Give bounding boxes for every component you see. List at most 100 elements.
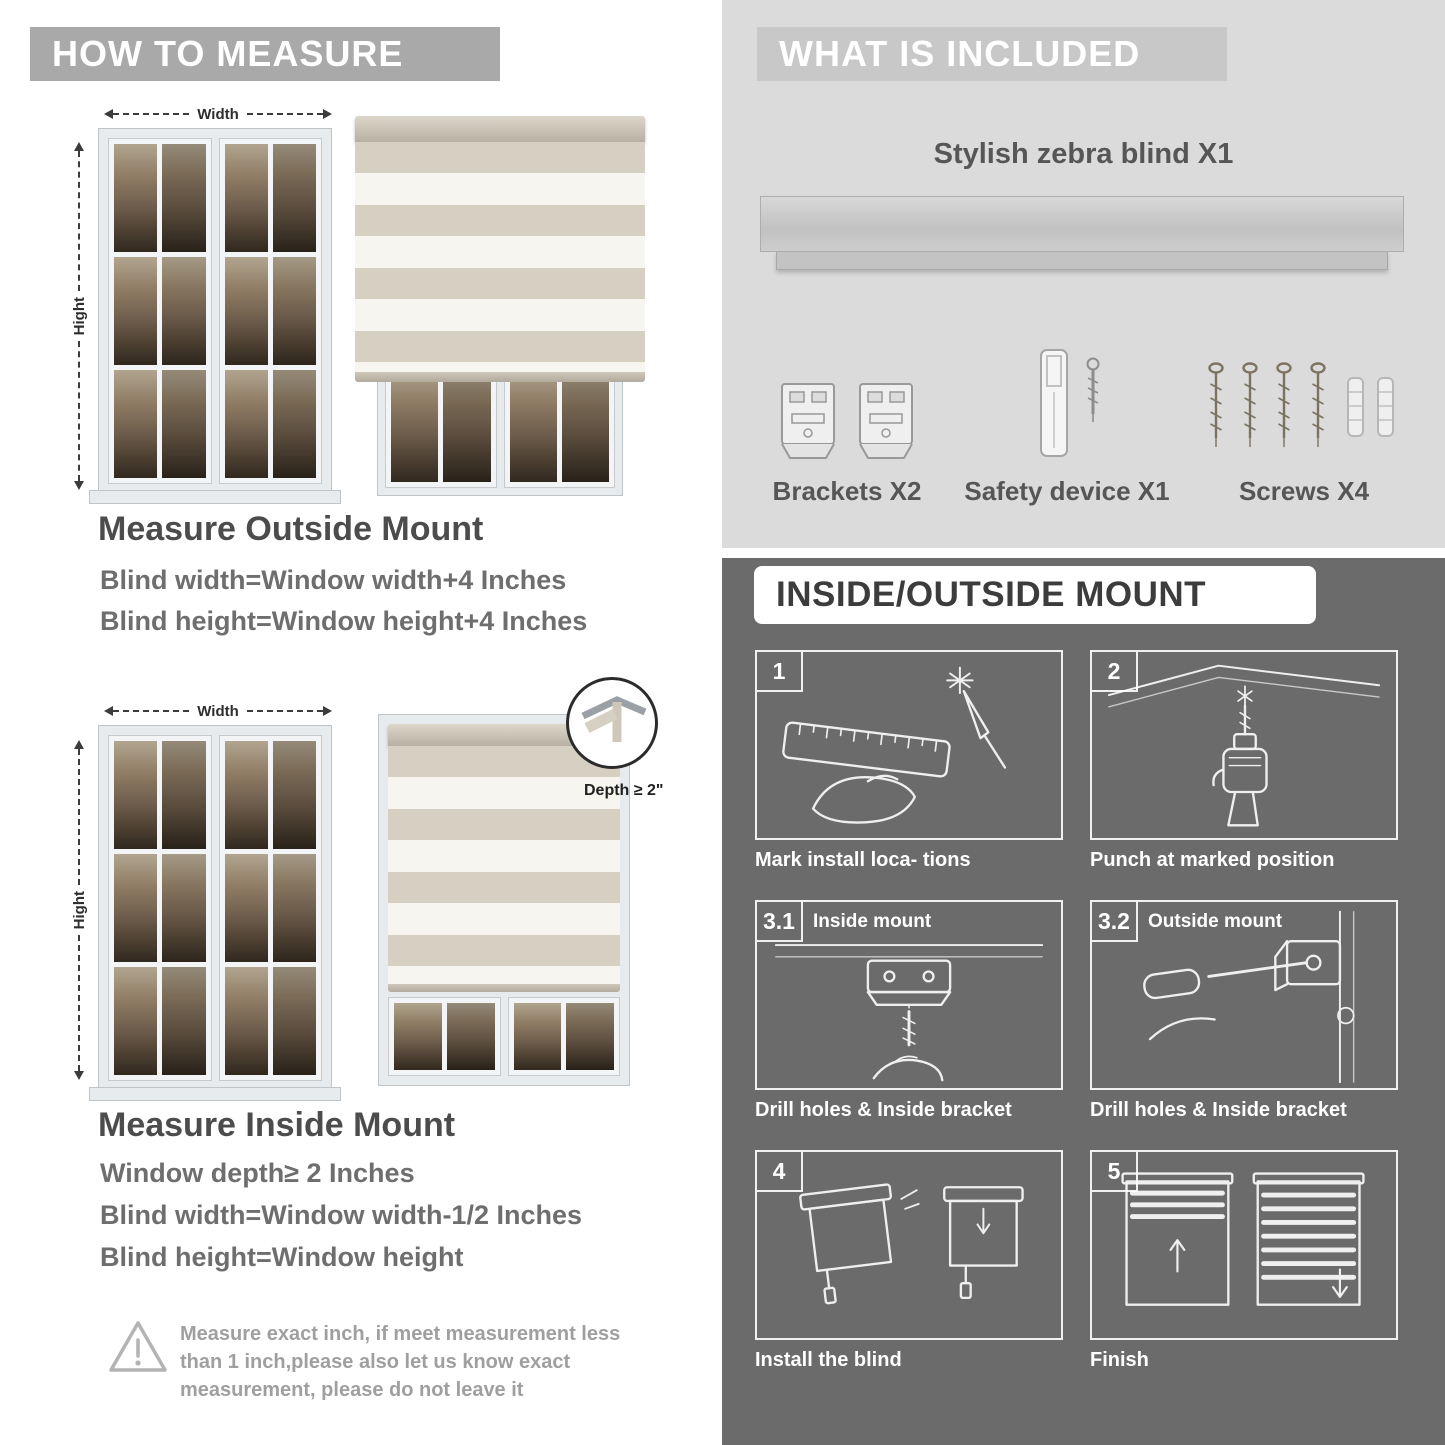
height-label: Hight <box>70 296 88 336</box>
window-pane <box>224 257 268 365</box>
window-pane <box>394 1003 442 1070</box>
wall-anchor-icon <box>1347 377 1394 437</box>
step-title: Outside mount <box>1148 911 1283 932</box>
inside-outside-mount-section: INSIDE/OUTSIDE MOUNT 1 Mark ins <box>722 558 1445 1445</box>
window-pane <box>224 144 268 252</box>
window-pane <box>272 741 316 849</box>
window-pane <box>162 741 206 849</box>
install-blind-illustration <box>799 1183 1024 1305</box>
step-3-1: 3.1 Inside mount Drill holes & Inside br… <box>755 900 1063 1122</box>
blind-cassette <box>388 724 620 746</box>
step-5-box: 5 <box>1090 1150 1398 1340</box>
step-2-box: 2 <box>1090 650 1398 840</box>
height-arrow-outside: Hight <box>70 142 88 491</box>
width-arrow-outside: Width <box>104 105 333 123</box>
mark-locations-illustration <box>782 666 1007 824</box>
arrowhead-right-icon <box>323 109 333 119</box>
window-pane <box>561 368 609 482</box>
width-arrow-inside: Width <box>104 702 333 720</box>
measure-inside-title: Measure Inside Mount <box>98 1106 456 1144</box>
step-title: Inside mount <box>813 911 932 932</box>
window-pane <box>272 967 316 1075</box>
window-corner-zoom-icon <box>581 696 647 742</box>
step-number: 3.1 <box>757 902 803 942</box>
measure-outside-title: Measure Outside Mount <box>98 510 484 548</box>
warning-icon <box>106 1318 170 1376</box>
window-pane <box>114 257 158 365</box>
how-to-measure-header: HOW TO MEASURE <box>30 27 500 81</box>
window-pane <box>114 854 158 962</box>
inside-formula-height: Blind height=Window height <box>100 1242 464 1272</box>
height-label: Hight <box>70 890 88 930</box>
arrowhead-up-icon <box>74 740 84 749</box>
window-pane <box>162 144 206 252</box>
depth-callout-circle <box>566 677 658 769</box>
arrowhead-up-icon <box>74 142 84 151</box>
drill-illustration <box>1107 664 1381 827</box>
included-safety-device: Safety device X1 <box>956 322 1178 507</box>
step-caption: Finish <box>1090 1349 1149 1371</box>
window-pane <box>272 370 316 478</box>
step-caption: Mark install loca- tions <box>755 849 971 871</box>
window-with-inside-blind <box>378 714 630 1086</box>
arrow-dash <box>246 710 324 712</box>
arrowhead-down-icon <box>74 481 84 491</box>
window-sash <box>385 362 497 488</box>
step-caption: Punch at marked position <box>1090 849 1335 871</box>
window-pane <box>513 1003 562 1070</box>
window-pane <box>162 257 206 365</box>
window-pane <box>443 368 491 482</box>
window-pane <box>566 1003 614 1070</box>
window-sashes <box>108 138 322 484</box>
step-2: 2 Punch at marked position <box>1090 650 1398 872</box>
what-is-included-section: WHAT IS INCLUDED Stylish zebra blind X1 <box>722 0 1445 548</box>
blind-stripes <box>388 746 620 984</box>
blind-cassette <box>355 116 645 142</box>
window-pane <box>114 144 158 252</box>
step-number: 3.2 <box>1092 902 1138 942</box>
window-pane <box>509 368 557 482</box>
arrow-dash <box>78 935 80 1072</box>
arrow-dash <box>78 749 80 885</box>
blind-bottom-rail <box>355 372 645 382</box>
arrowhead-left-icon <box>104 706 113 716</box>
window-pane <box>446 1003 495 1070</box>
step-number: 5 <box>1092 1152 1138 1192</box>
arrowhead-down-icon <box>74 1071 84 1081</box>
step-caption: Install the blind <box>755 1349 902 1371</box>
step-5: 5 Finish <box>1090 1150 1398 1372</box>
included-items-row: Brackets X2 Safety device X1 <box>738 322 1430 507</box>
included-screws: Screws X4 <box>1178 322 1430 507</box>
window-sash <box>507 997 620 1076</box>
window-pane <box>114 370 158 478</box>
window-pane <box>224 741 268 849</box>
arrow-dash <box>246 113 324 115</box>
zebra-blind-inside <box>388 724 620 992</box>
step-4: 4 Install the blind <box>755 1150 1063 1372</box>
blind-headrail <box>760 196 1404 252</box>
outside-mount-blind-figure <box>355 116 645 496</box>
mount-header: INSIDE/OUTSIDE MOUNT <box>754 566 1316 624</box>
inside-bracket-illustration <box>774 944 1044 1082</box>
step-caption: Drill holes & Inside bracket <box>755 1099 1012 1121</box>
width-label: Width <box>197 702 239 720</box>
window-sashes <box>108 735 322 1081</box>
blind-product-label: Stylish zebra blind X1 <box>933 138 1234 170</box>
window-sash <box>218 138 322 484</box>
window-pane <box>272 854 316 962</box>
step-4-box: 4 <box>755 1150 1063 1340</box>
width-label: Width <box>197 105 239 123</box>
included-brackets: Brackets X2 <box>738 322 956 507</box>
window-sash <box>108 735 212 1081</box>
window-pane <box>162 967 206 1075</box>
step-number: 1 <box>757 652 803 692</box>
window-pane <box>114 741 158 849</box>
window-sill <box>89 490 341 504</box>
window-sash <box>108 138 212 484</box>
step-caption: Drill holes & Inside bracket <box>1090 1099 1347 1121</box>
step-number: 4 <box>757 1152 803 1192</box>
zebra-blind-outside <box>355 116 645 382</box>
blind-stripes <box>355 142 645 372</box>
height-arrow-inside: Hight <box>70 740 88 1081</box>
